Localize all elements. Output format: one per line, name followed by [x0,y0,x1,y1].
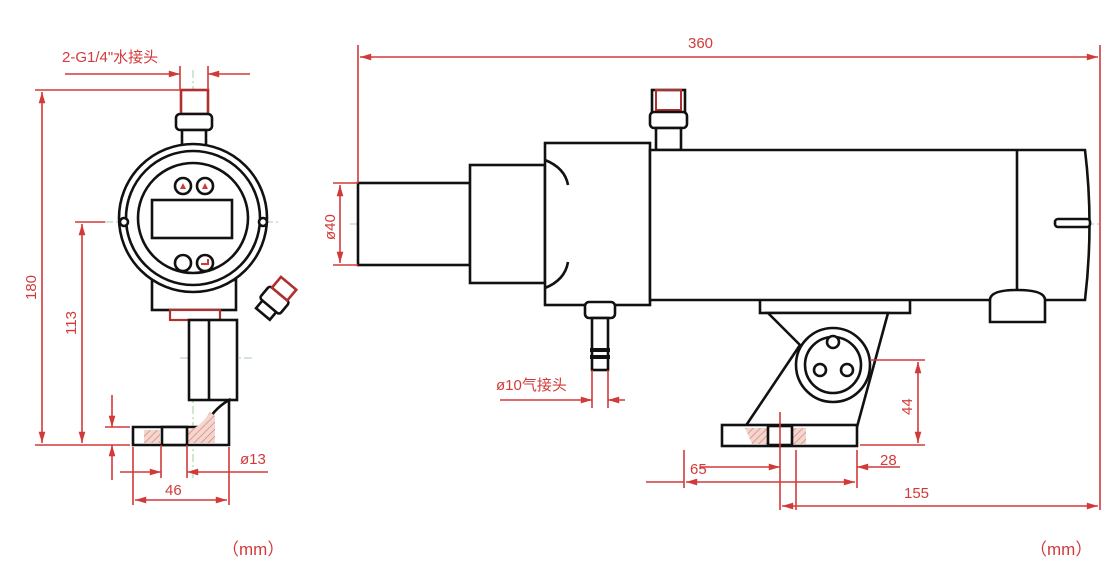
water-fitting-angled [254,275,299,322]
keypad-buttons [173,176,215,273]
mounting-bracket-side [131,318,239,447]
dimension-base-65-28: 65 28 [646,412,900,510]
dimension-water-fitting: 2-G1/4"水接头 [62,49,250,90]
svg-text:65: 65 [690,461,707,478]
dimension-length-360: 360 [357,35,1101,510]
side-view: 360 ø40 ø10气接头 44 65 28 [322,35,1101,559]
svg-text:44: 44 [899,398,916,415]
dimension-pivot-44: 44 [860,359,925,446]
display-screen [150,198,234,240]
dimension-base-width: 46 [132,447,230,505]
svg-text:180: 180 [23,275,40,300]
svg-text:155: 155 [904,485,929,502]
lens-tube [356,181,472,267]
front-view: 2-G1/4"水接头 180 113 ø13 46 （mm） [23,49,299,559]
unit-label-right: （mm） [1030,540,1092,559]
unit-label-left: （mm） [222,540,284,559]
main-body [648,148,1091,302]
dimension-air-fitting: ø10气接头 [496,370,625,408]
air-fitting [583,300,617,372]
dimension-base-thickness [105,395,130,480]
svg-text:28: 28 [880,452,897,469]
dimension-nose-diameter: ø40 [322,182,358,266]
water-fitting-top [174,88,214,154]
screw-left-icon [118,216,130,228]
collar [468,163,547,285]
bottom-cap [988,288,1047,324]
air-fitting-label: ø10气接头 [496,377,567,394]
pivot-bracket [720,311,890,448]
svg-text:ø40: ø40 [322,214,339,240]
screw-right-icon [257,216,269,228]
svg-text:360: 360 [688,35,713,52]
water-fitting-label: 2-G1/4"水接头 [62,49,158,66]
flange [543,141,652,307]
dimension-height-113: 113 [63,221,105,443]
svg-text:46: 46 [165,482,182,499]
svg-text:113: 113 [63,311,80,335]
svg-text:ø13: ø13 [240,451,266,468]
dimension-hole-diameter: ø13 [120,445,268,478]
dimension-155: 155 [781,485,1098,510]
tab [1053,217,1092,229]
